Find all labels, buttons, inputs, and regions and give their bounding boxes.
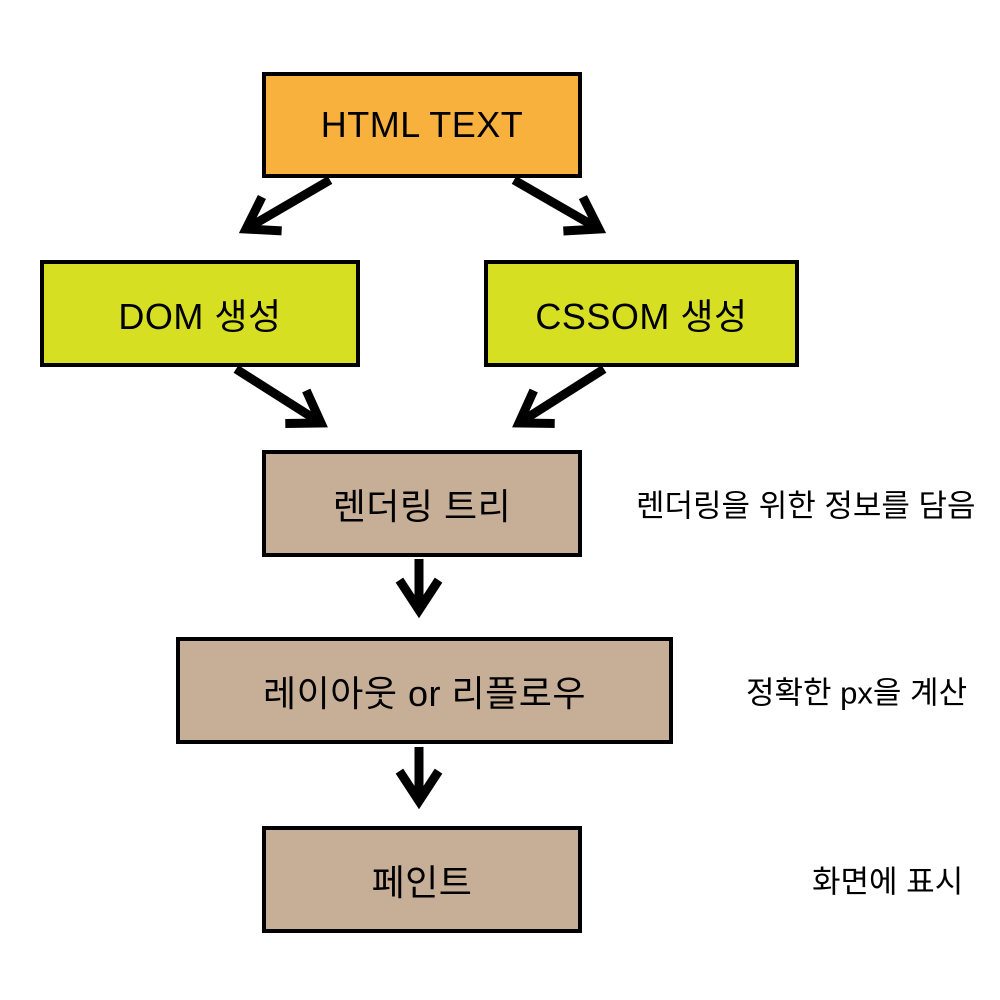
annotation-layout-reflow: 정확한 px을 계산	[746, 675, 968, 711]
node-paint: 페인트	[262, 826, 582, 933]
node-render-tree: 렌더링 트리	[262, 450, 582, 557]
node-render-tree-label: 렌더링 트리	[332, 485, 512, 527]
node-dom-create-label: DOM 생성	[118, 295, 282, 337]
annotation-paint: 화면에 표시	[812, 864, 964, 900]
node-dom-create: DOM 생성	[40, 260, 360, 367]
arrow-cssom-to-render-tree	[512, 365, 607, 429]
arrow-html-to-cssom	[511, 176, 607, 236]
node-paint-label: 페인트	[371, 861, 473, 903]
node-layout-reflow: 레이아웃 or 리플로우	[176, 637, 673, 744]
node-cssom-create-label: CSSOM 생성	[535, 295, 748, 337]
annotation-render-tree: 렌더링을 위한 정보를 담음	[636, 488, 976, 524]
node-html-text-label: HTML TEXT	[320, 104, 524, 145]
node-layout-reflow-label: 레이아웃 or 리플로우	[263, 672, 586, 714]
node-cssom-create: CSSOM 생성	[484, 260, 799, 367]
arrow-dom-to-render-tree	[233, 365, 328, 429]
node-html-text: HTML TEXT	[262, 72, 582, 178]
arrow-html-to-dom	[238, 176, 333, 236]
